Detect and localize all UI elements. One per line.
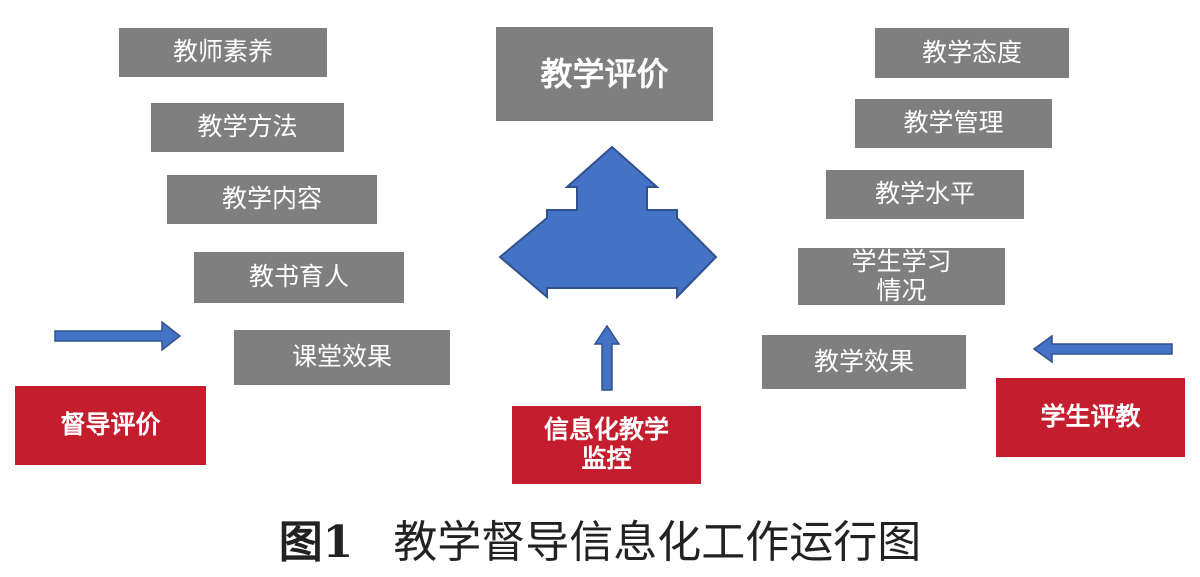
right-item-student-learning: 学生学习 情况 xyxy=(798,246,1005,305)
supervision-evaluation-box: 督导评价 xyxy=(15,386,206,465)
right-item-teaching-level: 教学水平 xyxy=(826,170,1024,219)
bottom-input-arrow xyxy=(593,324,621,391)
right-item-teaching-attitude: 教学态度 xyxy=(875,28,1069,78)
figure-title: 教学督导信息化工作运行图 xyxy=(393,517,922,568)
three-way-arrow xyxy=(498,145,718,300)
student-learning-line2: 情况 xyxy=(876,275,927,305)
right-item-teaching-effect: 教学效果 xyxy=(762,335,966,389)
student-evaluation-box: 学生评教 xyxy=(996,378,1185,457)
left-item-teaching-method: 教学方法 xyxy=(151,103,344,152)
monitoring-line1: 信息化教学 xyxy=(543,415,669,445)
left-item-educating-people: 教书育人 xyxy=(194,252,404,303)
informatization-monitoring-box: 信息化教学 监控 xyxy=(512,406,701,484)
left-item-teaching-content: 教学内容 xyxy=(167,175,377,224)
left-item-teacher-quality: 教师素养 xyxy=(119,28,327,77)
student-learning-line1: 学生学习 xyxy=(851,246,952,276)
right-item-teaching-management: 教学管理 xyxy=(855,99,1052,148)
figure-caption: 图1 教学督导信息化工作运行图 xyxy=(0,506,1200,570)
left-item-classroom-effect: 课堂效果 xyxy=(234,330,450,385)
figure-number: 图1 xyxy=(278,517,354,568)
teaching-evaluation-box: 教学评价 xyxy=(496,27,713,121)
right-input-arrow xyxy=(1032,334,1173,364)
left-input-arrow xyxy=(54,320,182,352)
monitoring-line2: 监控 xyxy=(581,444,632,473)
